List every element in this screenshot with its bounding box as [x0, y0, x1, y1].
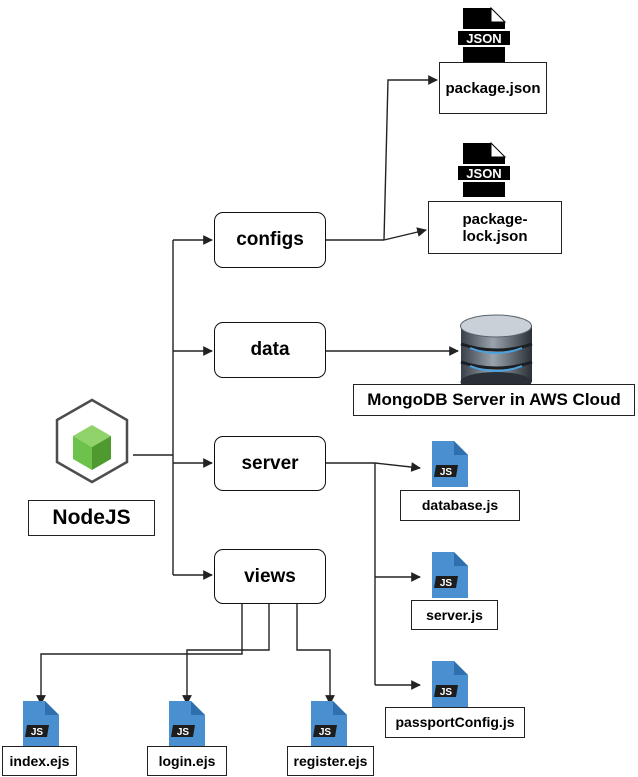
arrow-to-database-js — [374, 462, 421, 472]
mongodb-server-label: MongoDB Server in AWS Cloud — [353, 384, 635, 416]
js-icon-text-views-3: JS — [319, 727, 332, 738]
file-register-ejs: register.ejs — [287, 746, 374, 776]
configs-connectors — [326, 75, 438, 241]
json-icon-text-2: JSON — [466, 166, 501, 181]
js-file-icon: JS — [432, 552, 468, 598]
js-icon-text-server-2: JS — [440, 578, 453, 589]
nodejs-root-label: NodeJS — [28, 500, 155, 536]
arrow-to-package-json — [383, 75, 438, 241]
file-database-js: database.js — [400, 490, 520, 521]
folder-configs: configs — [214, 212, 326, 268]
arrow-to-package-lock-json — [383, 227, 427, 241]
folder-data: data — [214, 322, 326, 378]
json-file-icon: JSON — [456, 141, 512, 197]
file-passportconfig-js: passportConfig.js — [385, 707, 525, 738]
file-package-json: package.json — [439, 62, 547, 114]
file-index-ejs: index.ejs — [2, 746, 77, 776]
json-file-icon: JSON — [456, 6, 512, 62]
js-file-icon: JS — [311, 701, 347, 747]
folder-server: server — [214, 436, 326, 491]
database-icon — [460, 314, 533, 392]
js-icon-text-views-2: JS — [177, 727, 190, 738]
js-file-icon: JS — [23, 701, 59, 747]
root-connectors — [133, 235, 213, 580]
json-icon-text-1: JSON — [466, 31, 501, 46]
arrow-to-index-ejs — [36, 603, 243, 705]
nodejs-cube-icon — [55, 398, 129, 484]
js-icon-text-server-3: JS — [440, 687, 453, 698]
js-file-icon: JS — [432, 661, 468, 707]
js-icon-text-views-1: JS — [31, 727, 44, 738]
js-file-icon: JS — [432, 441, 468, 487]
folder-views: views — [214, 549, 326, 604]
arrow-to-register-ejs — [296, 603, 335, 705]
file-login-ejs: login.ejs — [147, 746, 227, 776]
js-icon-text-server-1: JS — [440, 467, 453, 478]
file-package-lock-json: package-lock.json — [428, 201, 562, 254]
views-connectors — [36, 603, 335, 705]
server-connectors — [326, 462, 421, 690]
arrow-to-login-ejs — [182, 603, 270, 705]
js-file-icon: JS — [169, 701, 205, 747]
file-server-js: server.js — [411, 600, 498, 630]
